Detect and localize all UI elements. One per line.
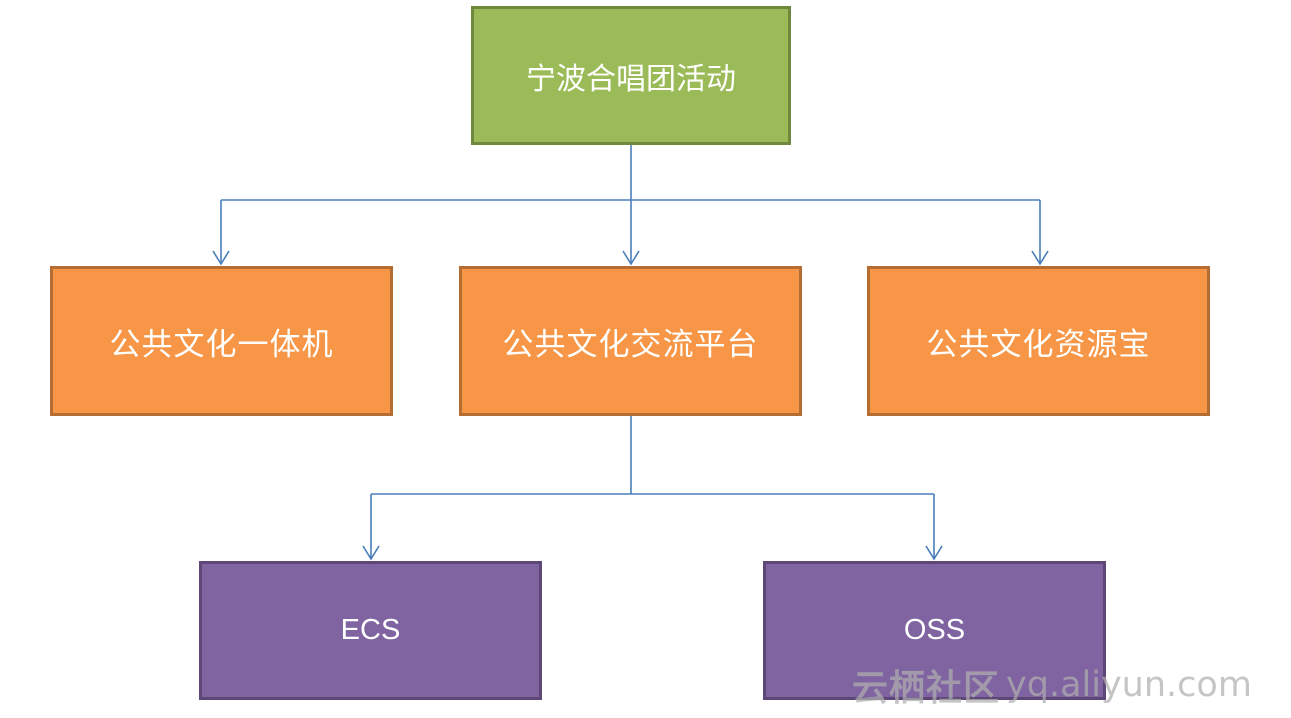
node-ecs-label: ECS — [340, 614, 401, 646]
arrowhead-node-3 — [1031, 250, 1049, 266]
watermark-brand: 云栖社区 — [852, 668, 1001, 709]
arrowhead-ecs — [362, 545, 380, 561]
node-culture-exchange-platform-label: 公共文化交流平台 — [502, 326, 759, 363]
arrowhead-oss — [925, 545, 943, 561]
node-oss-label: OSS — [903, 614, 966, 646]
watermark: 云栖社区 yq.aliyun.com — [852, 660, 1252, 710]
node-ecs: ECS — [199, 561, 542, 700]
root-node: 宁波合唱团活动 — [471, 6, 791, 145]
watermark-domain: yq.aliyun.com — [1006, 665, 1252, 705]
node-oss: OSS — [763, 561, 1106, 700]
arrowhead-node-2 — [622, 250, 640, 266]
node-culture-resource: 公共文化资源宝 — [867, 266, 1210, 416]
root-node-label: 宁波合唱团活动 — [526, 61, 736, 97]
node-culture-resource-label: 公共文化资源宝 — [926, 326, 1151, 363]
arrowhead-node-1 — [212, 250, 230, 266]
node-culture-terminal: 公共文化一体机 — [50, 266, 393, 416]
node-culture-terminal-label: 公共文化一体机 — [109, 326, 334, 363]
node-culture-exchange-platform: 公共文化交流平台 — [459, 266, 802, 416]
